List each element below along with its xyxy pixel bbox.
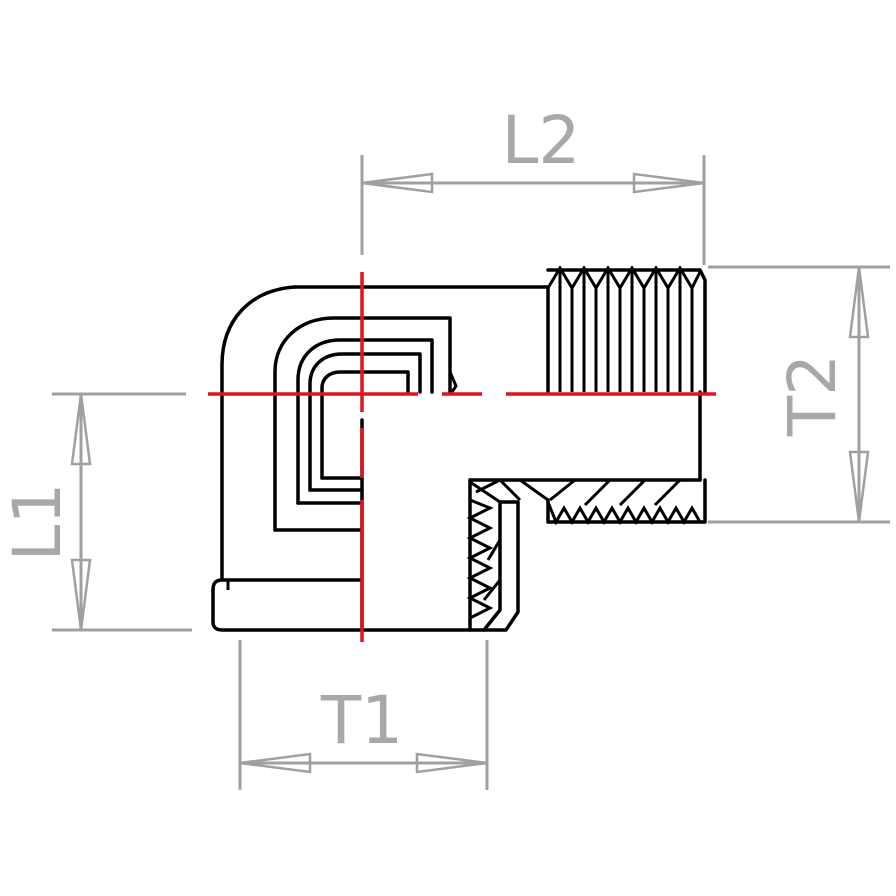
t2-arrow-bottom: [848, 450, 870, 523]
inner-bend-4: [320, 370, 410, 480]
dimension-t2: T2: [708, 265, 890, 524]
inner-bend-3: [308, 352, 422, 492]
socket-collar-face: [211, 588, 364, 632]
male-thread-section-outline: [546, 478, 707, 524]
l2-arrow-left: [361, 172, 434, 194]
socket-thread-teeth: [466, 498, 494, 620]
dimension-t1: T1: [238, 640, 489, 790]
socket-thread-hatch-1: [475, 478, 501, 494]
l1-arrow-bottom: [70, 558, 92, 631]
outer-bend-outline: [220, 285, 297, 580]
t1-arrow-left: [239, 752, 312, 774]
socket-thread-hatch-3: [482, 579, 502, 601]
socket-collar-top: [211, 578, 364, 592]
t2-label: T2: [774, 354, 851, 437]
inner-tip-mark: [448, 371, 458, 393]
socket-thread-hatch-top: [469, 480, 501, 504]
centerlines: [208, 272, 716, 642]
socket-thread-root: [468, 500, 502, 632]
t1-label: T1: [320, 682, 403, 759]
t1-arrow-right: [415, 752, 488, 774]
dimension-l1: L1: [0, 392, 192, 632]
l1-label: L1: [0, 483, 76, 562]
male-thread-lines: [558, 268, 694, 392]
section-hatching: [498, 478, 682, 507]
l1-arrow-top: [70, 393, 92, 466]
l2-arrow-right: [632, 172, 705, 194]
inner-bend-2: [296, 338, 434, 505]
inner-bend-1: [273, 316, 452, 532]
socket-thread-hatch-2: [486, 539, 502, 561]
fitting-body: [211, 265, 707, 632]
male-thread-section-teeth: [546, 501, 702, 526]
l2-label: L2: [502, 102, 581, 179]
t2-arrow-top: [848, 266, 870, 339]
socket-bore-wall: [482, 500, 520, 632]
male-thread-outline: [546, 268, 707, 394]
dimension-l2: L2: [360, 102, 706, 265]
male-thread-crests: [546, 265, 702, 292]
